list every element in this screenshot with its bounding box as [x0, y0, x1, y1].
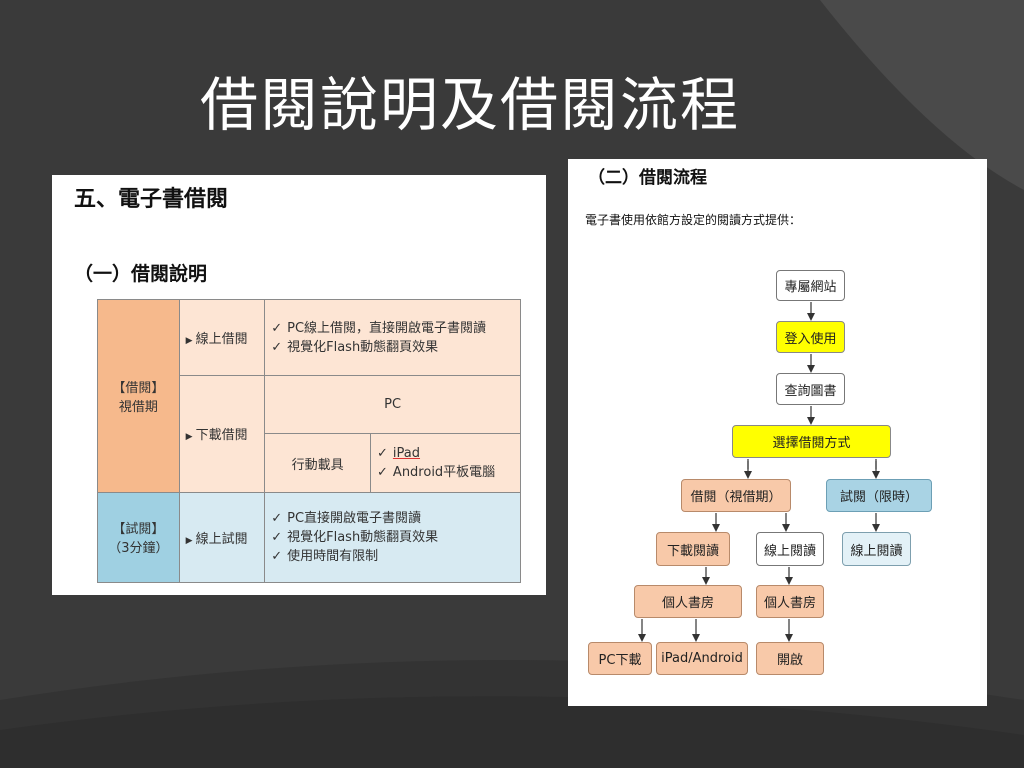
borrow-label-line2: 視借期 — [118, 399, 158, 415]
checkmark-icon: ✓ — [377, 465, 388, 481]
flow-heading: （二）借閱流程 — [588, 168, 707, 188]
online-trial-label: 線上試閱 — [195, 531, 248, 547]
trial-label-line1: 【試閱】 — [112, 522, 165, 538]
pc-cell: PC — [264, 375, 521, 435]
section-heading: 五、電子書借閱 — [74, 186, 229, 212]
triangle-right-icon: ▶ — [185, 336, 193, 347]
flow-connectors — [638, 302, 880, 642]
online-trial-features: ✓PC直接開啟電子書閱讀 ✓視覺化Flash動態翻頁效果 ✓使用時間有限制 — [264, 491, 521, 584]
checkmark-icon: ✓ — [271, 320, 283, 336]
ipad-text: iPad — [392, 446, 421, 462]
flow-node-ipad-android: iPad/Android — [656, 642, 748, 675]
flow-node-download-read: 下載閱讀 — [656, 532, 730, 566]
android-text: Android平板電腦 — [392, 465, 496, 481]
triangle-right-icon: ▶ — [185, 432, 193, 443]
borrow-label-line1: 【借閱】 — [112, 380, 165, 396]
borrow-type-cell: 【借閱】 視借期 — [97, 299, 180, 493]
flow-node-borrow: 借閱（視借期） — [681, 479, 791, 512]
checkmark-icon: ✓ — [271, 510, 283, 526]
flow-node-bookshelf-1: 個人書房 — [634, 585, 742, 618]
flow-node-search: 查詢圖書 — [776, 373, 845, 405]
trial-type-cell: 【試閱】 （3分鐘） — [97, 491, 180, 584]
checkmark-icon: ✓ — [377, 446, 388, 462]
online-trial-cell: ▶線上試閱 — [178, 491, 266, 584]
flow-node-online-read: 線上閱讀 — [756, 532, 824, 566]
checkmark-icon: ✓ — [271, 339, 283, 355]
slide-title: 借閱說明及借閱流程 — [199, 71, 740, 139]
download-borrow-label: 下載借閱 — [195, 428, 248, 444]
feature-text: 視覺化Flash動態翻頁效果 — [287, 339, 439, 355]
flow-node-select-method: 選擇借閱方式 — [732, 425, 891, 458]
borrowing-flow-panel: （二）借閱流程 電子書使用依館方設定的閱讀方式提供： 專屬網站 登入使用 — [568, 159, 987, 706]
flow-node-site: 專屬網站 — [776, 270, 845, 301]
trial-label-line2: （3分鐘） — [108, 541, 169, 557]
flow-intro-text: 電子書使用依館方設定的閱讀方式提供： — [585, 213, 802, 227]
flow-node-login: 登入使用 — [776, 321, 845, 353]
flow-node-open: 開啟 — [756, 642, 824, 675]
checkmark-icon: ✓ — [271, 529, 283, 545]
feature-text: PC線上借閱，直接開啟電子書閱讀 — [287, 320, 487, 336]
feature-text: PC直接開啟電子書閱讀 — [287, 510, 422, 526]
mobile-device-cell: 行動載具 — [264, 433, 372, 493]
flow-node-online-read-trial: 線上閱讀 — [842, 532, 911, 566]
flow-node-pc-download: PC下載 — [588, 642, 652, 675]
flow-node-bookshelf-2: 個人書房 — [756, 585, 824, 618]
borrowing-info-panel: 五、電子書借閱 （一）借閱說明 【借閱】 視借期 ▶線上借閱 ✓PC線上借閱，直… — [52, 175, 546, 595]
download-borrow-cell: ▶下載借閱 — [178, 375, 266, 493]
mobile-device-list: ✓iPad ✓Android平板電腦 — [370, 433, 521, 493]
feature-text: 視覺化Flash動態翻頁效果 — [287, 529, 439, 545]
feature-text: 使用時間有限制 — [287, 548, 379, 564]
subsection-heading: （一）借閱說明 — [74, 263, 208, 285]
online-borrow-label: 線上借閱 — [195, 332, 248, 348]
checkmark-icon: ✓ — [271, 548, 283, 564]
borrowing-info-table: 【借閱】 視借期 ▶線上借閱 ✓PC線上借閱，直接開啟電子書閱讀 ✓視覺化Fla… — [97, 298, 521, 584]
online-borrow-cell: ▶線上借閱 — [178, 298, 266, 377]
flow-node-trial: 試閱（限時） — [826, 479, 932, 512]
online-borrow-features: ✓PC線上借閱，直接開啟電子書閱讀 ✓視覺化Flash動態翻頁效果 — [264, 298, 521, 377]
triangle-right-icon: ▶ — [185, 535, 193, 546]
